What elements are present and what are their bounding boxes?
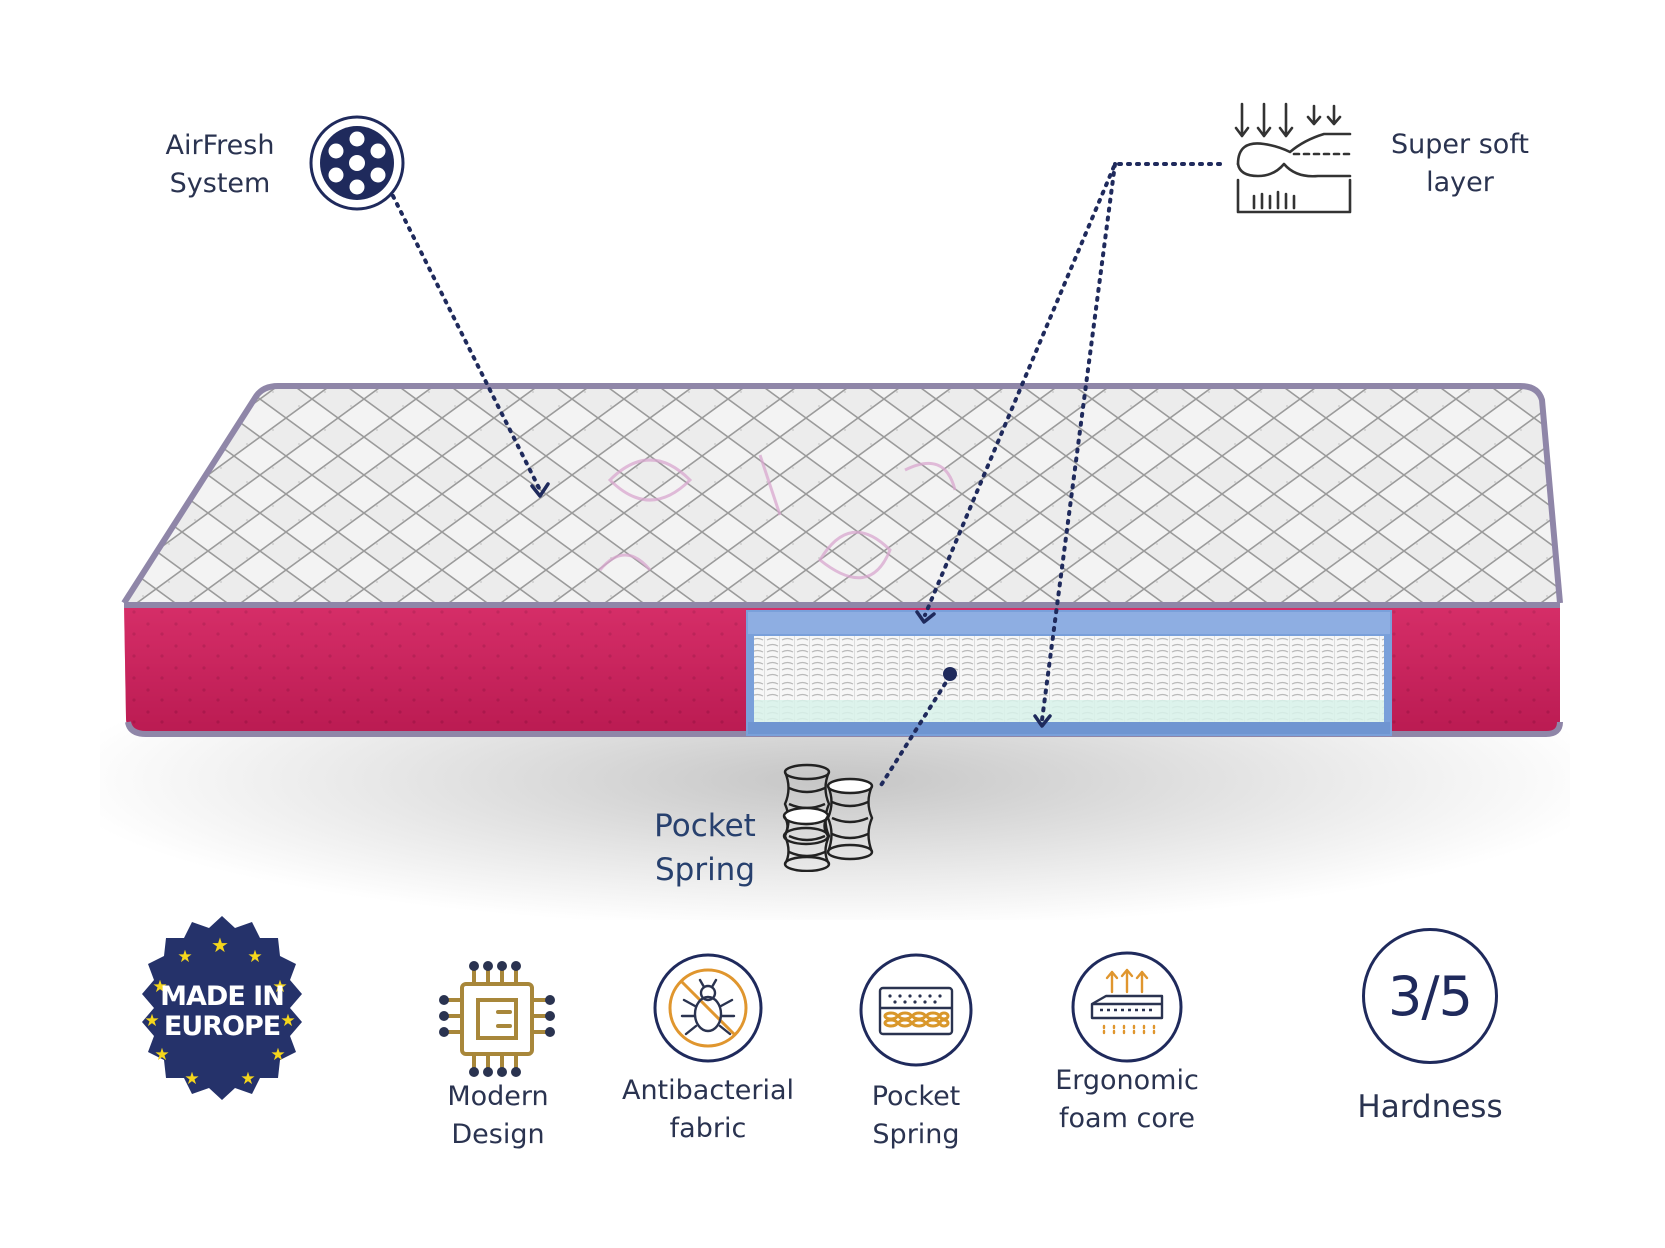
airfresh-label-line2: System [169, 168, 271, 199]
svg-text:★: ★ [177, 947, 192, 967]
airfresh-label: AirFresh System [150, 127, 290, 203]
feature-pocket-spring-label: Pocket Spring [846, 1078, 986, 1154]
soft-layer-label-line2: layer [1426, 167, 1494, 198]
feature-pocket-spring-line2: Spring [872, 1119, 960, 1150]
chip-icon [438, 960, 558, 1078]
leader-airfresh [391, 194, 542, 492]
soft-layer-label-line1: Super soft [1391, 129, 1529, 160]
svg-text:★: ★ [272, 977, 287, 997]
feature-antibacterial [652, 952, 764, 1064]
badge-line1: MADE IN [160, 981, 285, 1012]
feature-modern-design-label: Modern Design [418, 1078, 578, 1154]
svg-text:★: ★ [270, 1045, 285, 1065]
pressure-foam-icon [1234, 100, 1352, 218]
bug-icon [652, 952, 764, 1064]
feature-pocket-spring-line1: Pocket [871, 1081, 961, 1112]
spring-coils-icon [782, 760, 892, 872]
feature-ergonomic-foam [1070, 950, 1184, 1064]
feature-modern-design [438, 960, 558, 1078]
arrowhead-airfresh [530, 482, 550, 498]
foam-arrows-icon [1070, 950, 1184, 1064]
mattress-spring-icon [858, 952, 974, 1068]
svg-text:★: ★ [144, 1011, 159, 1031]
made-in-europe-badge: ★ ★ ★ ★ ★ ★ ★ ★ ★ ★ ★ MADE IN EUROPE [122, 910, 318, 1106]
svg-text:★: ★ [154, 1045, 169, 1065]
hardness-label: Hardness [1357, 1089, 1503, 1125]
airfresh-icon [308, 114, 406, 212]
badge-line2: EUROPE [163, 1011, 281, 1042]
hardness-value: 3/5 [1388, 964, 1473, 1028]
feature-modern-design-line1: Modern [447, 1081, 549, 1112]
pocket-spring-callout-line2: Spring [654, 852, 756, 888]
feature-ergonomic-foam-line2: foam core [1059, 1103, 1195, 1134]
feature-antibacterial-line2: fabric [669, 1113, 747, 1144]
leader-soft-layer-top [923, 162, 1222, 617]
feature-antibacterial-label: Antibacterial fabric [618, 1072, 798, 1148]
feature-antibacterial-line1: Antibacterial [621, 1075, 795, 1106]
feature-modern-design-line2: Design [451, 1119, 545, 1150]
soft-layer-label: Super soft layer [1370, 126, 1550, 202]
pocket-spring-callout-label: Pocket Spring [640, 804, 770, 892]
arrowhead-soft-bottom [1033, 714, 1052, 728]
feature-ergonomic-foam-line1: Ergonomic [1055, 1065, 1199, 1096]
svg-text:★: ★ [280, 1011, 295, 1031]
feature-pocket-spring [858, 952, 974, 1068]
airfresh-label-line1: AirFresh [165, 130, 275, 161]
pocket-spring-dot [943, 667, 957, 681]
arrowhead-soft-top [915, 610, 936, 624]
svg-text:★: ★ [240, 1069, 255, 1089]
svg-text:★: ★ [247, 947, 262, 967]
feature-ergonomic-foam-label: Ergonomic foam core [1030, 1062, 1224, 1138]
svg-text:★: ★ [211, 933, 229, 957]
svg-text:★: ★ [152, 977, 167, 997]
leader-soft-layer-bottom [1040, 162, 1117, 722]
hardness-dial: 3/5 [1362, 928, 1498, 1064]
svg-text:★: ★ [184, 1069, 199, 1089]
pocket-spring-callout-line1: Pocket [654, 808, 756, 844]
